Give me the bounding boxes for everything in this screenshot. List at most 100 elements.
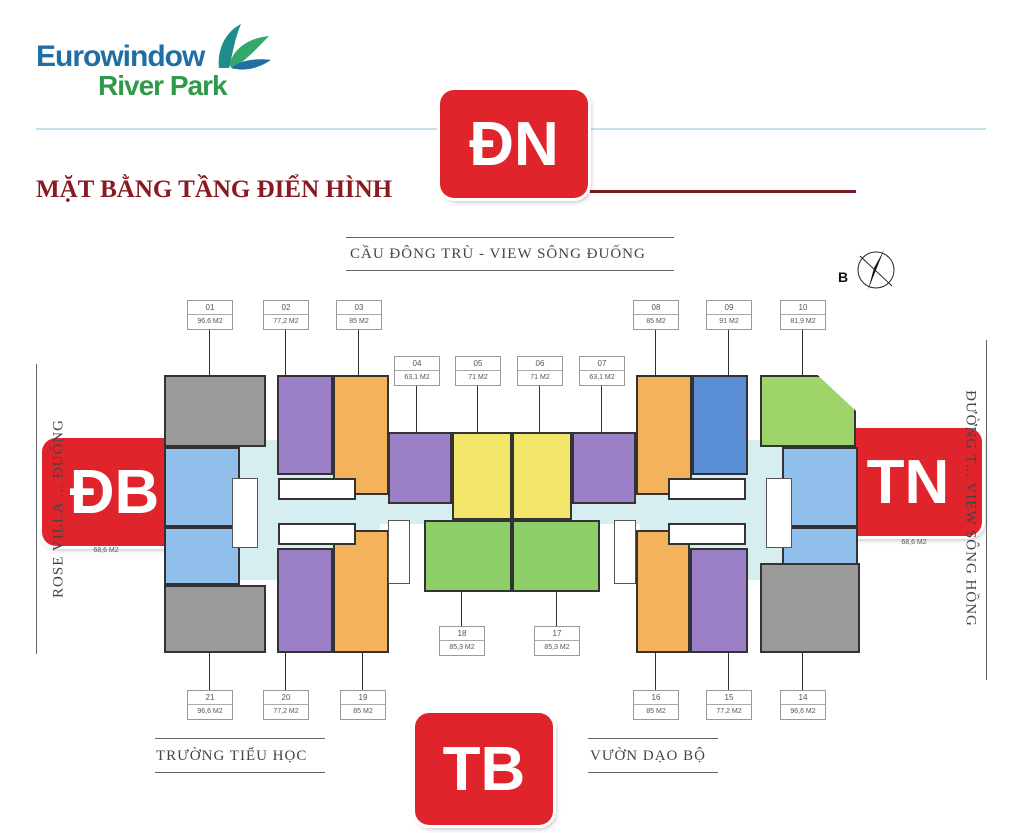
unit-label-east: 68,6 M2 xyxy=(892,536,936,552)
elevator-core-west-top xyxy=(278,478,356,500)
unit-area: 77,2 M2 xyxy=(716,708,742,715)
unit-area: 85 M2 xyxy=(353,708,373,715)
unit-area: 68,6 M2 xyxy=(901,539,927,546)
compass-letter: B xyxy=(838,269,848,285)
apartment-20 xyxy=(277,548,333,653)
stair-west xyxy=(232,478,258,548)
unit-number: 01 xyxy=(188,301,232,315)
unit-label-01: 01 96,6 M2 xyxy=(187,300,233,330)
title-underline xyxy=(590,190,856,193)
east-label-rule xyxy=(986,340,987,680)
unit-area: 96,6 M2 xyxy=(197,708,223,715)
unit-area: 63,1 M2 xyxy=(404,374,430,381)
direction-badge-left: ĐB xyxy=(42,438,187,546)
leader-06 xyxy=(539,385,540,432)
page-title: MẶT BẰNG TẦNG ĐIỂN HÌNH xyxy=(36,176,393,203)
north-label-rule-bottom xyxy=(346,270,674,271)
apartment-east-upper xyxy=(782,447,858,527)
unit-number: 08 xyxy=(634,301,678,315)
apartment-08 xyxy=(636,375,692,495)
apartment-west-lower xyxy=(164,527,240,585)
unit-area: 85 M2 xyxy=(646,318,666,325)
unit-label-08: 08 85 M2 xyxy=(633,300,679,330)
unit-area: 77,2 M2 xyxy=(273,708,299,715)
direction-badge-top: ĐN xyxy=(440,90,588,198)
unit-label-05: 05 71 M2 xyxy=(455,356,501,386)
unit-area: 85,3 M2 xyxy=(449,644,475,651)
south-right-surrounding-label: VƯỜN DẠO BỘ xyxy=(590,748,706,764)
leader-14 xyxy=(802,653,803,691)
north-surrounding-label: CẦU ĐÔNG TRÙ - VIEW SÔNG ĐUỐNG xyxy=(350,246,646,262)
unit-label-west: 68,6 M2 xyxy=(84,544,128,560)
unit-area: 63,1 M2 xyxy=(589,374,615,381)
leaf-logo-icon xyxy=(218,24,271,70)
compass-arrow-icon: B xyxy=(838,250,895,290)
unit-area: 85,3 M2 xyxy=(544,644,570,651)
unit-number: 09 xyxy=(707,301,751,315)
south-right-rule-top xyxy=(588,738,718,739)
unit-number: 18 xyxy=(440,627,484,641)
unit-label-19: 19 85 M2 xyxy=(340,690,386,720)
unit-number: 19 xyxy=(341,691,385,705)
apartment-west-upper xyxy=(164,447,240,527)
leader-01 xyxy=(209,329,210,375)
apartment-05 xyxy=(452,432,512,520)
direction-badge-bottom: TB xyxy=(415,713,553,825)
unit-number: 20 xyxy=(264,691,308,705)
leader-18 xyxy=(461,592,462,626)
unit-number: 04 xyxy=(395,357,439,371)
unit-label-15: 15 77,2 M2 xyxy=(706,690,752,720)
south-left-surrounding-label: TRƯỜNG TIỂU HỌC xyxy=(156,748,308,764)
logo: Eurowindow River Park xyxy=(36,20,276,110)
unit-number: 07 xyxy=(580,357,624,371)
leader-17 xyxy=(556,592,557,626)
leader-09 xyxy=(728,329,729,375)
unit-number: 05 xyxy=(456,357,500,371)
unit-number: 03 xyxy=(337,301,381,315)
unit-area: 96,6 M2 xyxy=(197,318,223,325)
leader-04 xyxy=(416,385,417,432)
unit-area: 71 M2 xyxy=(530,374,550,381)
unit-area: 68,6 M2 xyxy=(93,547,119,554)
apartment-18 xyxy=(424,520,512,592)
leader-20 xyxy=(285,653,286,691)
elevator-core-east-top xyxy=(668,478,746,500)
leader-02 xyxy=(285,329,286,375)
apartment-15 xyxy=(690,548,748,653)
leader-07 xyxy=(601,385,602,432)
unit-area: 77,2 M2 xyxy=(273,318,299,325)
direction-badge-right: TN xyxy=(834,428,982,536)
logo-text-river-park: River Park xyxy=(98,70,228,101)
leader-10 xyxy=(802,329,803,375)
apartment-16 xyxy=(636,530,690,653)
apartment-06 xyxy=(512,432,572,520)
unit-label-20: 20 77,2 M2 xyxy=(263,690,309,720)
leader-19 xyxy=(362,653,363,691)
compass: B xyxy=(838,246,898,296)
unit-number: 16 xyxy=(634,691,678,705)
unit-area: 81,9 M2 xyxy=(790,318,816,325)
south-left-rule-top xyxy=(155,738,325,739)
elevator-core-west-bottom xyxy=(278,523,356,545)
unit-label-07: 07 63,1 M2 xyxy=(579,356,625,386)
unit-number: 15 xyxy=(707,691,751,705)
apartment-07 xyxy=(572,432,636,504)
apartment-17 xyxy=(512,520,600,592)
leader-16 xyxy=(655,653,656,691)
apartment-10 xyxy=(760,375,856,447)
apartment-04 xyxy=(388,432,452,504)
apartment-01 xyxy=(164,375,266,447)
unit-area: 71 M2 xyxy=(468,374,488,381)
unit-label-21: 21 96,6 M2 xyxy=(187,690,233,720)
north-label-rule-top xyxy=(346,237,674,238)
unit-label-18: 18 85,3 M2 xyxy=(439,626,485,656)
unit-number: 21 xyxy=(188,691,232,705)
leader-08 xyxy=(655,329,656,375)
south-left-rule-bottom xyxy=(155,772,325,773)
